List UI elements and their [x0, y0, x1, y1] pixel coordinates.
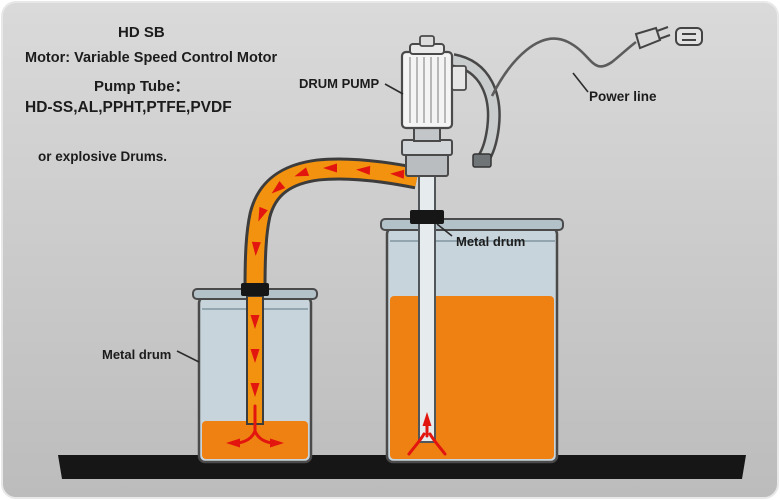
flow-line	[253, 429, 274, 445]
power-plug-icon	[634, 26, 662, 50]
drum-pump-label: DRUM PUMP	[299, 76, 379, 91]
flow-line	[407, 432, 426, 456]
flow-arrow-icon	[390, 169, 405, 179]
drum-pump-leader-line	[384, 83, 404, 95]
motor-fins	[409, 57, 446, 123]
explosive-drums-note: or explosive Drums.	[38, 149, 167, 164]
power-line-group	[490, 26, 703, 97]
flow-arrow-icon	[323, 163, 337, 173]
small-drum-flow-arrows	[226, 315, 284, 448]
metal-drum-large-label: Metal drum	[456, 234, 525, 249]
power-cable	[490, 37, 637, 97]
flow-arrow-icon	[294, 167, 310, 177]
metal-drum-large	[380, 218, 564, 464]
drum-large-lip	[380, 218, 564, 231]
flow-arrow-icon	[356, 165, 371, 175]
plug-prong	[658, 34, 671, 40]
hose-flow-arrows	[251, 163, 405, 256]
flow-arrow-icon	[258, 206, 268, 222]
flow-arrow-icon	[250, 383, 260, 397]
pump-tube-materials: HD-SS,AL,PPHT,PTFE,PVDF	[25, 99, 232, 116]
drum-small-bung	[241, 283, 269, 296]
discharge-elbow	[451, 55, 499, 162]
discharge-nozzle	[472, 153, 492, 168]
flow-arrow-icon	[250, 315, 260, 329]
large-drum-flow-arrows	[407, 412, 447, 456]
metal-drum-small-label: Metal drum	[102, 347, 171, 362]
motor-lift-eye	[419, 35, 435, 47]
drum-large-liquid	[390, 296, 554, 459]
flow-arrow-icon	[251, 241, 261, 256]
plug-prong	[656, 26, 669, 32]
motor-spec-label: Motor: Variable Speed Control Motor	[25, 50, 278, 66]
flow-arrow-icon	[226, 438, 240, 448]
pump-flange	[401, 139, 453, 156]
pump-tube-title: Pump Tube：	[94, 78, 190, 95]
pump-tee-block	[405, 153, 449, 177]
flow-arrow-icon	[270, 438, 284, 448]
metal-drum-small-leader-line	[176, 350, 200, 363]
motor-side-box	[451, 65, 467, 91]
drum-large-bung	[410, 210, 444, 224]
flow-arrow-icon	[250, 349, 260, 363]
power-line-leader-line	[572, 72, 589, 93]
flow-line	[428, 432, 447, 456]
power-socket-icon	[675, 27, 703, 46]
power-line-label: Power line	[589, 89, 657, 104]
metal-drum-large-leader-line	[436, 223, 453, 237]
drum-pump-assembly	[400, 35, 501, 177]
flow-arrow-icon	[271, 181, 286, 194]
drum-small-liquid	[202, 421, 308, 459]
flow-arrow-icon	[422, 412, 432, 426]
model-label: HD SB	[118, 24, 165, 41]
